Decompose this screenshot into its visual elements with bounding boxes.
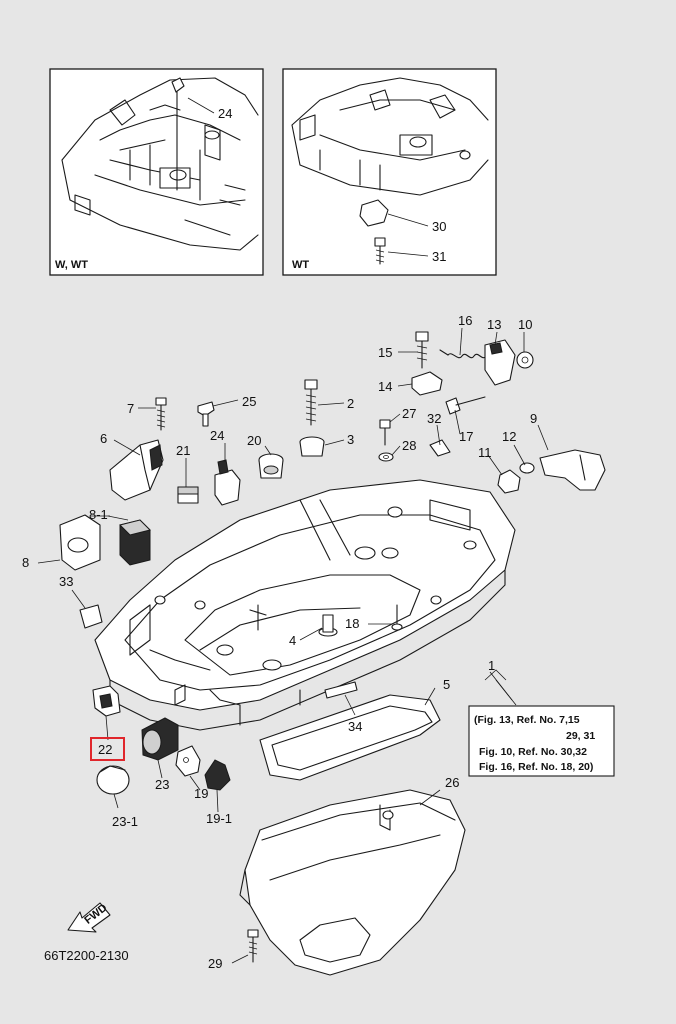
part-label-26: 26 [445, 775, 459, 790]
part-label-6: 6 [100, 431, 107, 446]
small-parts-right [378, 331, 606, 494]
part-label-32: 32 [427, 411, 441, 426]
part-label-14: 14 [378, 379, 392, 394]
inset-left: 24 W, WT [49, 68, 264, 276]
part-26-lower-cover [239, 789, 466, 976]
small-parts-lower [92, 685, 231, 795]
small-parts-left [59, 379, 403, 637]
part-label-27: 27 [402, 406, 416, 421]
inset-right-label: WT [292, 259, 309, 271]
part-label-31: 31 [432, 249, 446, 264]
part-label-16: 16 [458, 313, 472, 328]
part-label-28: 28 [402, 438, 416, 453]
part-labels: 7 6 21 24 25 20 2 3 4 18 15 14 27 28 32 … [22, 313, 537, 971]
part-label-18: 18 [345, 616, 359, 631]
part-label-8: 8 [22, 555, 29, 570]
part-label-23: 23 [155, 777, 169, 792]
part-label-23-1: 23-1 [112, 814, 138, 829]
part-label-7: 7 [127, 401, 134, 416]
part-5-gasket [259, 694, 441, 781]
fwd-arrow-icon: FWD [67, 902, 111, 933]
part-label-10: 10 [518, 317, 532, 332]
part-label-22: 22 [98, 742, 112, 757]
part-label-13: 13 [487, 317, 501, 332]
part-label-25: 25 [242, 394, 256, 409]
part-label-20: 20 [247, 433, 261, 448]
part-label-33: 33 [59, 574, 73, 589]
part-label-1: 1 [488, 658, 495, 673]
part-label-24: 24 [210, 428, 224, 443]
inset-left-drawing [61, 77, 259, 251]
part-label-2: 2 [347, 396, 354, 411]
part-label-19: 19 [194, 786, 208, 801]
part-label-4: 4 [289, 633, 296, 648]
note-line-4: Fig. 16, Ref. No. 18, 20) [479, 761, 593, 773]
part-label-12: 12 [502, 429, 516, 444]
part-label-5: 5 [443, 677, 450, 692]
part-label-24-inset: 24 [218, 106, 232, 121]
highlighted-part-22[interactable]: 22 [90, 737, 125, 761]
part-label-9: 9 [530, 411, 537, 426]
inset-left-label: W, WT [55, 259, 88, 271]
part-label-17: 17 [459, 429, 473, 444]
note-line-3: Fig. 10, Ref. No. 30,32 [479, 746, 587, 758]
part-label-8-1: 8-1 [89, 507, 108, 522]
part-label-11: 11 [478, 445, 492, 460]
inset-right: 30 31 WT [282, 68, 497, 276]
part-label-21: 21 [176, 443, 190, 458]
bottom-cowling [94, 479, 516, 731]
inset-right-drawing [291, 77, 489, 265]
part-label-15: 15 [378, 345, 392, 360]
note-line-1: (Fig. 13, Ref. No. 7,15 [474, 714, 580, 726]
part-label-30: 30 [432, 219, 446, 234]
note-line-2: 29, 31 [566, 730, 595, 742]
reference-note: (Fig. 13, Ref. No. 7,15 29, 31 Fig. 10, … [468, 669, 615, 777]
part-label-34: 34 [348, 719, 362, 734]
part-label-3: 3 [347, 432, 354, 447]
part-label-19-1: 19-1 [206, 811, 232, 826]
drawing-code: 66T2200-2130 [44, 948, 129, 963]
part-label-29: 29 [208, 956, 222, 971]
